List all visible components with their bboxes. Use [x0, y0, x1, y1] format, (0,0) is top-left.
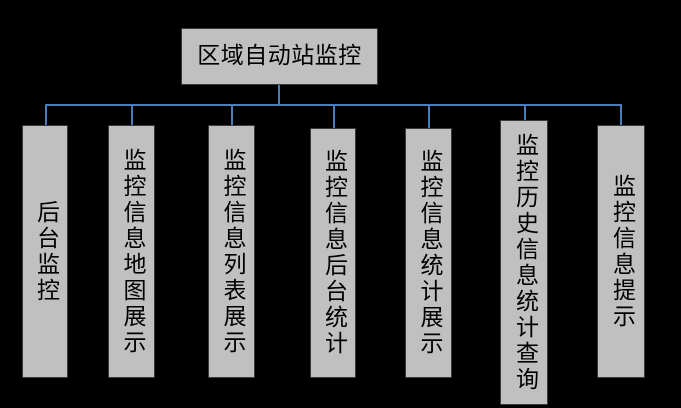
node-child-7[interactable]: 监控信息提示 [597, 125, 645, 378]
node-child-1[interactable]: 后台监控 [22, 125, 68, 378]
root-connector-stem [278, 85, 280, 106]
node-child-4[interactable]: 监控信息后台统计 [310, 128, 356, 378]
connector-stem-6 [524, 104, 526, 120]
connector-stem-3 [231, 104, 233, 125]
root-node[interactable]: 区域自动站监控 [181, 28, 378, 85]
node-child-5[interactable]: 监控信息统计展示 [405, 128, 452, 378]
node-child-2[interactable]: 监控信息地图展示 [108, 125, 155, 378]
node-child-6[interactable]: 监控历史信息统计查询 [500, 120, 548, 405]
connector-stem-2 [131, 104, 133, 125]
connector-stem-4 [333, 104, 335, 128]
connector-stem-1 [45, 104, 47, 125]
connector-stem-7 [620, 104, 622, 125]
node-child-3[interactable]: 监控信息列表展示 [208, 125, 255, 378]
connector-stem-5 [428, 104, 430, 128]
